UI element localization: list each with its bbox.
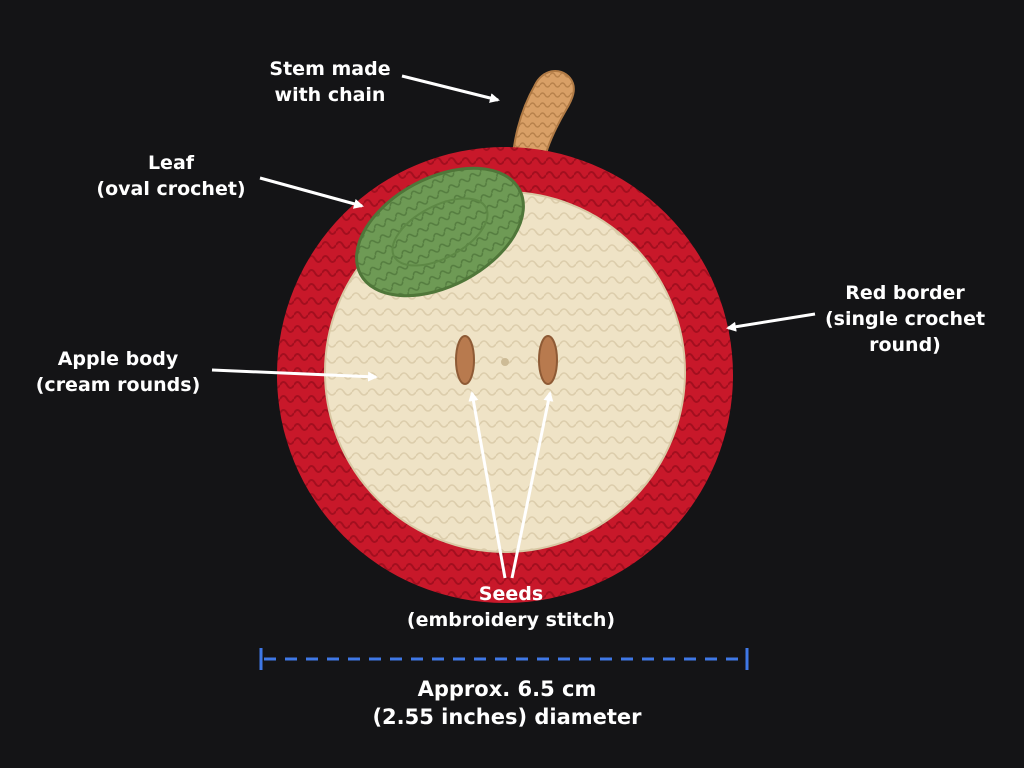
leaf-arrow [259,176,364,209]
label-body: Apple body (cream rounds) [35,348,201,396]
label-leaf: Leaf (oval crochet) [96,152,246,200]
seed-left [455,335,475,385]
stem-arrow [401,74,500,103]
diameter-label: Approx. 6.5 cm (2.55 inches) diameter [372,677,642,729]
diameter-line [259,648,749,670]
seed-arrow-right [510,391,554,579]
label-seeds: Seeds (embroidery stitch) [406,583,616,631]
label-border: Red border (single crochet round) [824,282,986,356]
leaf [355,166,525,298]
seed-right [538,335,558,385]
label-stem: Stem made with chain [269,58,391,106]
border-arrow [726,312,816,332]
apple-center [501,358,509,366]
body-arrow [211,368,378,382]
seed-arrow-left [468,391,507,579]
